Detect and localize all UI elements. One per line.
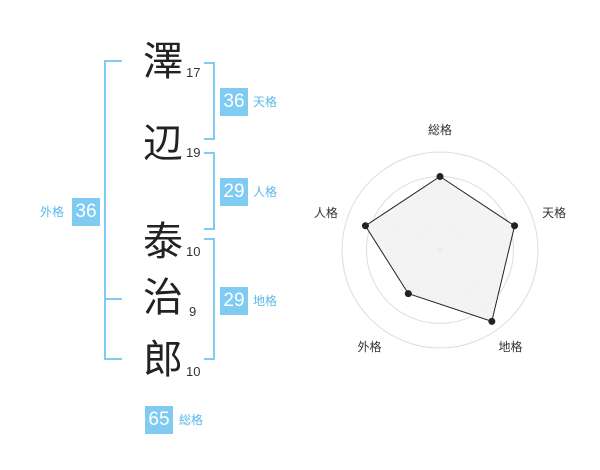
tenkaku-value-badge: 36 [220,88,248,116]
chikaku-value-badge: 29 [220,287,248,315]
name-char-5: 郎 [143,337,183,383]
radar-point-4 [404,290,412,298]
name-char-3: 泰 [143,219,183,265]
radar-point-2 [511,222,519,230]
name-char-4: 治 [143,275,183,321]
radar-axis-label-2: 天格 [542,205,566,220]
tenkaku-label: 天格 [253,95,278,109]
jinkaku-label: 人格 [253,185,278,199]
name-char-2: 辺 [143,121,183,167]
stroke-count-1: 17 [186,65,201,80]
soukaku-label: 総格 [179,413,204,427]
radar-point-3 [488,317,496,325]
name-char-1: 澤 [143,39,183,85]
chikaku-label: 地格 [253,294,278,308]
radar-axis-label-1: 総格 [428,122,452,137]
radar-polygon [364,175,516,323]
stroke-count-3: 10 [186,244,201,259]
radar-point-1 [436,173,444,180]
jinkaku-value-badge: 29 [220,178,248,206]
radar-axis-label-3: 地格 [499,339,523,354]
gaikaku-value-badge: 36 [72,198,100,226]
radar-point-5 [361,222,369,230]
stroke-count-2: 19 [186,145,201,160]
stroke-count-4: 9 [189,304,197,319]
radar-axis-label-5: 人格 [314,205,338,220]
stroke-count-5: 10 [186,364,201,379]
soukaku-value-badge: 65 [145,406,173,434]
gaikaku-label: 外格 [40,205,65,219]
radar-axis-label-4: 外格 [357,339,381,354]
